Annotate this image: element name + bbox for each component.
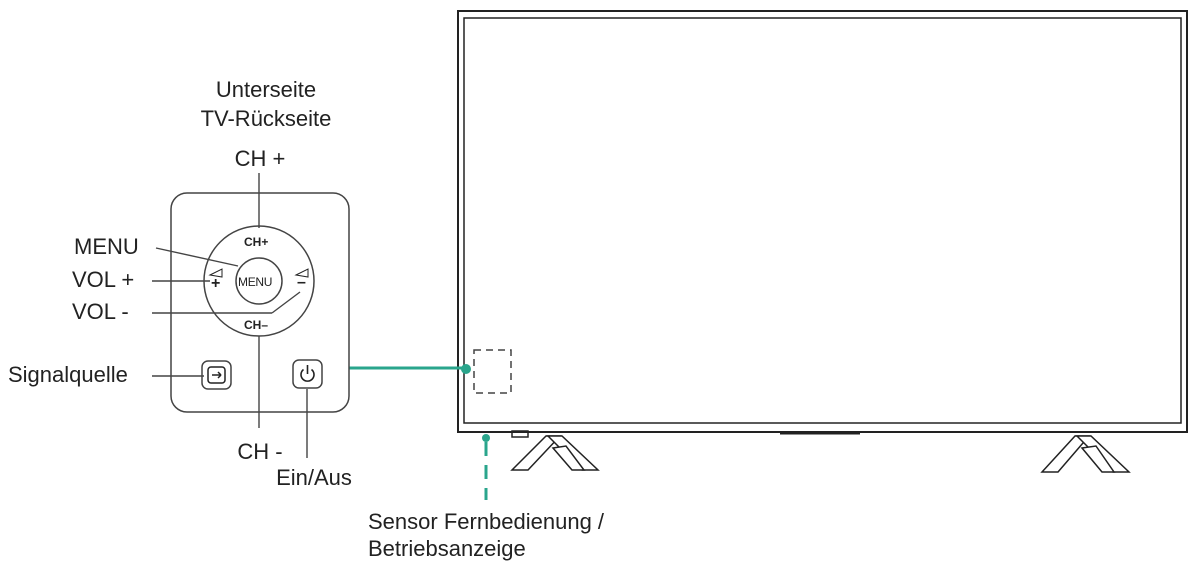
ch-minus-label: CH - [237,439,283,464]
ch-plus-button-text: CH+ [244,235,269,249]
sensor-leader [482,434,490,500]
menu-button-text: MENU [238,275,273,289]
menu-label: MENU [74,234,139,259]
source-label: Signalquelle [8,362,128,387]
power-icon [300,365,315,382]
connector-dot [461,364,471,374]
leader-lines [152,173,308,458]
tv-screen [463,17,1182,424]
leader-vol-minus-diag [271,291,301,314]
sensor-area-box [473,349,512,394]
sensor-dot [482,434,490,442]
vol-plus-label: VOL + [72,267,135,292]
menu-button [235,257,283,305]
panel-heading-line2: TV-Rückseite [200,106,332,131]
power-label: Ein/Aus [276,465,352,490]
vol-minus-button-text: – [297,274,306,291]
tv-stand-right [1040,435,1131,473]
vol-minus-label: VOL - [72,299,129,324]
panel-heading-line1: Unterseite [215,77,317,102]
tv-button-housing [511,430,529,438]
leader-menu [155,247,239,267]
tv-outer-frame [457,10,1188,433]
ch-minus-button-text: CH– [244,318,269,332]
control-panel [170,192,350,413]
tv [457,10,1188,473]
vol-plus-speaker-icon [208,268,223,278]
panel-connector [349,364,471,374]
sensor-label-line1: Sensor Fernbedienung / [368,509,605,534]
vol-plus-button-text: + [211,275,221,292]
source-icon [207,366,226,384]
vol-minus-speaker-icon [294,268,309,278]
tv-stand-left [510,435,600,471]
sensor-label-line2: Betriebsanzeige [368,536,526,561]
ch-plus-label: CH + [234,146,286,171]
